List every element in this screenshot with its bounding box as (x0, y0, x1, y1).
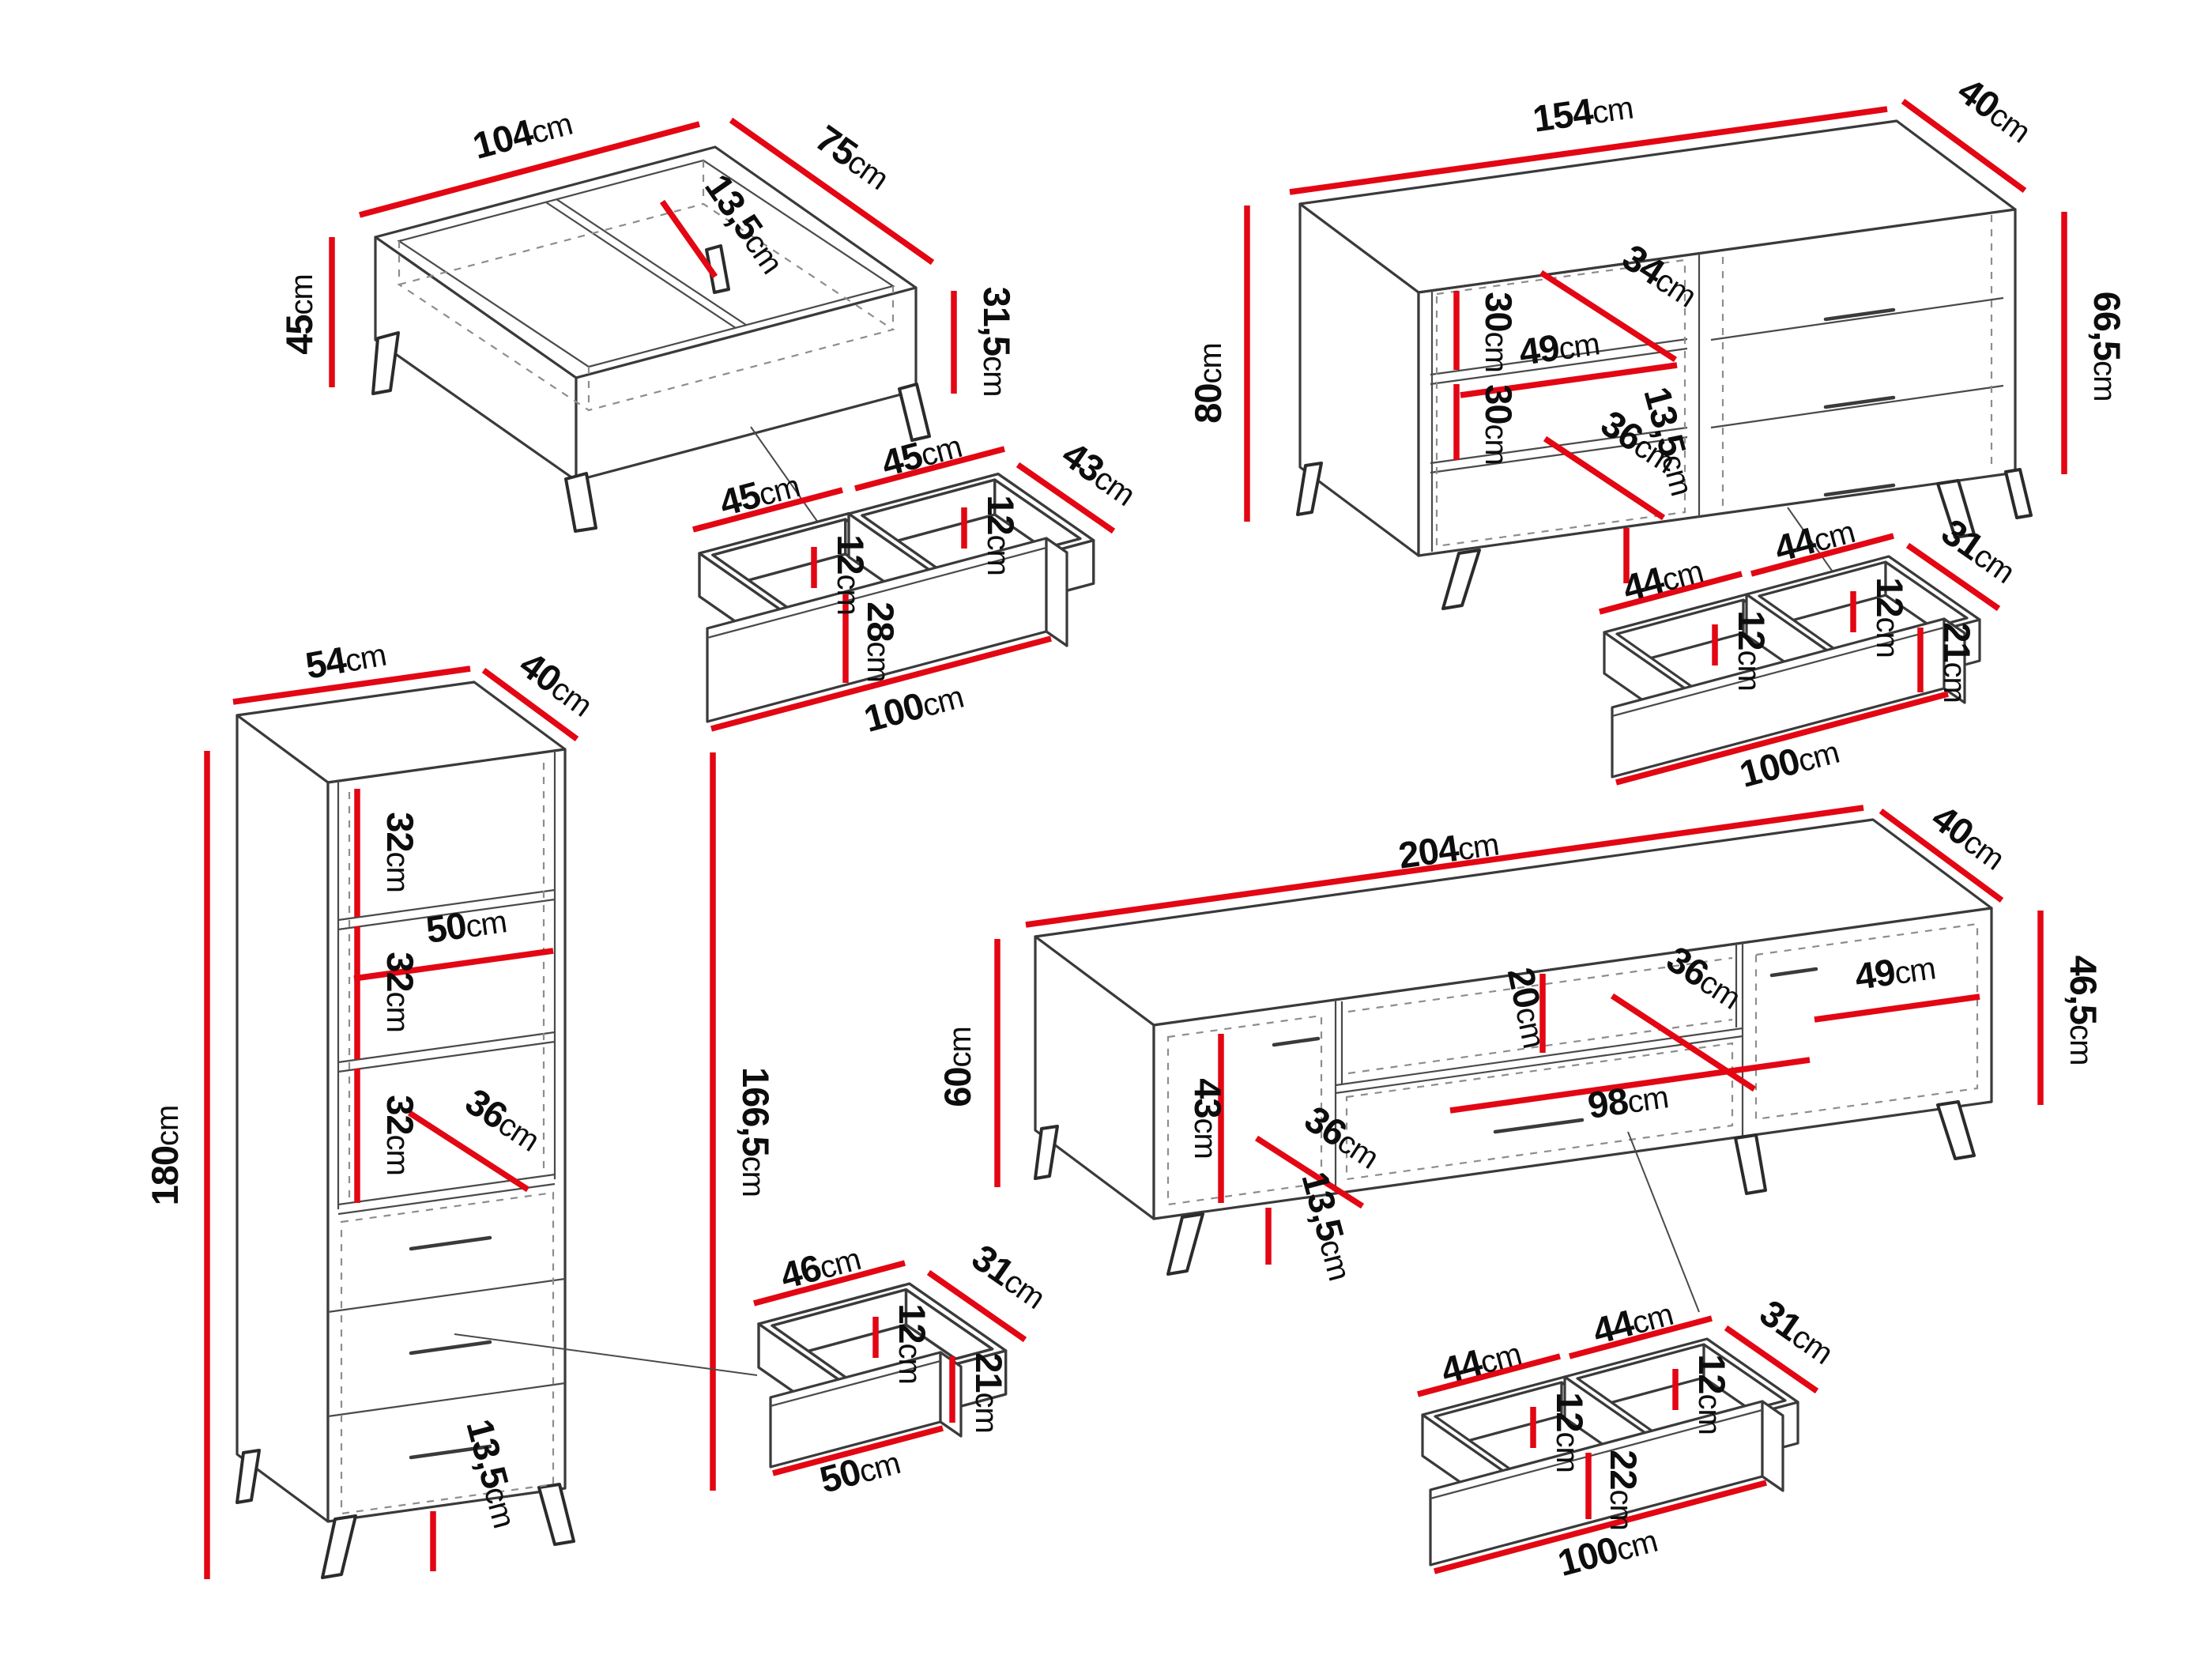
tv-stand-drawers: 44cm 44cm 31cm 12cm 12cm 22cm 100cm (1417, 1131, 1843, 1584)
dim-tall-cabinet-shelf-gap-3: 32cm (379, 1095, 421, 1175)
cabinet-drawer-labels: 46cm 31cm 12cm 21cm 50cm (776, 1235, 1051, 1501)
dim-tvd-left-inner-height: 12cm (1549, 1392, 1591, 1472)
dim-tall-cabinet-shelf-gap-1: 32cm (379, 812, 421, 892)
dim-ctd-right-inner-height: 12cm (980, 495, 1022, 575)
sideboard-outline (1296, 119, 2033, 610)
dim-tall-cabinet-leg-height: 13,5cm (458, 1415, 527, 1532)
tall-cabinet: 54cm 40cm 180cm 32cm 32cm 32cm 50cm 36cm… (144, 632, 777, 1579)
coffee-table-drawers: 45cm 45cm 43cm 12cm 12cm 28cm 100cm (692, 426, 1141, 740)
dim-sbd-depth: 31cm (1935, 511, 2025, 591)
dim-coffee-table-body-height: 31,5cm (976, 287, 1018, 397)
dim-tv-stand-body-height: 46,5cm (2063, 956, 2105, 1065)
sideboard-drawers: 44cm 44cm 31cm 12cm 12cm 21cm 100cm (1599, 507, 2025, 795)
dim-sbd-right-inner-height: 12cm (1869, 577, 1911, 658)
coffee-table-drawers-labels: 45cm 45cm 43cm 12cm 12cm 28cm 100cm (715, 429, 1141, 740)
dim-sideboard-inner-width: 49cm (1517, 320, 1602, 373)
dim-tv-stand-niche-width: 98cm (1585, 1073, 1671, 1126)
dim-coffee-table-total-height: 45cm (278, 274, 320, 355)
dim-tall-cabinet-width: 54cm (303, 632, 389, 687)
dim-sideboard-depth: 40cm (1950, 69, 2040, 150)
dim-sideboard-shelf-gap-2: 30cm (1478, 384, 1520, 465)
coffee-table-hidden-lines (397, 160, 895, 412)
dim-tall-cabinet-depth: 40cm (512, 643, 601, 724)
dim-ctd-left-width: 45cm (715, 462, 804, 523)
coffee-table-outline (371, 145, 931, 533)
dim-sideboard-shelf-gap-1: 30cm (1478, 292, 1520, 372)
dim-sideboard-body-height: 66,5cm (2086, 292, 2128, 402)
dim-tall-cabinet-body-height: 166,5cm (735, 1067, 777, 1197)
dim-cabinet-drawer-width: 46cm (776, 1235, 865, 1296)
dim-cabinet-drawer-front-height: 21cm (968, 1352, 1010, 1433)
dim-tv-stand-total-height: 60cm (936, 1027, 978, 1107)
dim-tvd-left-width: 44cm (1437, 1330, 1525, 1391)
cabinet-drawer: 46cm 31cm 12cm 21cm 50cm (454, 1235, 1051, 1501)
dim-sbd-front-height: 21cm (1936, 622, 1978, 703)
cabinet-drawer-dimension-lines (753, 1260, 1027, 1476)
sideboard-hidden-lines (1435, 215, 1993, 548)
drawer-front-panel (706, 537, 1068, 723)
tv-stand-dimension-lines (994, 805, 2044, 1265)
dim-tvd-front-height: 22cm (1603, 1450, 1645, 1530)
dim-sbd-left-inner-height: 12cm (1731, 610, 1773, 691)
dim-tv-stand-left-inner-width: 43cm (1187, 1078, 1229, 1159)
leader-line (1627, 1131, 1700, 1313)
sideboard-drawers-dimension-lines (1599, 533, 2001, 786)
dim-tv-stand-depth: 40cm (1924, 796, 2014, 877)
leader-line (750, 426, 823, 529)
dim-tall-cabinet-shelf-gap-2: 32cm (379, 952, 421, 1032)
sideboard-dimension-lines (1244, 98, 2067, 583)
coffee-table-dimension-lines (329, 117, 957, 394)
dim-tall-cabinet-total-height: 180cm (144, 1106, 186, 1206)
dim-tvd-right-inner-height: 12cm (1691, 1354, 1733, 1435)
dim-ctd-front-height: 28cm (860, 601, 902, 682)
coffee-table: 104cm 75cm 45cm 31,5cm 13,5cm (278, 100, 1018, 533)
dim-sbd-right-width: 44cm (1770, 508, 1859, 569)
dim-cabinet-drawer-inner-height: 12cm (891, 1303, 933, 1384)
dim-tv-stand-right-inner-width: 49cm (1852, 944, 1938, 997)
tall-cabinet-hidden-lines (340, 763, 555, 1515)
tall-cabinet-dimension-lines (204, 665, 716, 1579)
dim-tall-cabinet-inner-width: 50cm (424, 898, 509, 951)
tv-stand-drawers-dimension-lines (1417, 1315, 1819, 1574)
dim-tv-stand-niche-height: 20cm (1500, 963, 1558, 1050)
tv-stand-labels: 204cm 40cm 60cm 43cm 20cm 36cm 36cm 98cm… (936, 796, 2105, 1284)
tv-stand-drawers-labels: 44cm 44cm 31cm 12cm 12cm 22cm 100cm (1437, 1291, 1843, 1584)
sideboard: 154cm 40cm 80cm 30cm 30cm 34cm 49cm 36cm… (1187, 69, 2128, 610)
dim-tv-stand-width: 204cm (1396, 821, 1501, 877)
dim-sbd-left-width: 44cm (1618, 548, 1707, 609)
dim-sideboard-width: 154cm (1530, 85, 1635, 140)
dim-tvd-depth: 31cm (1753, 1291, 1843, 1372)
coffee-table-drawers-dimension-lines (692, 446, 1116, 732)
dim-tvd-right-width: 44cm (1588, 1291, 1677, 1352)
tv-stand-outline (1034, 818, 1993, 1276)
leader-line (454, 1333, 758, 1376)
dim-coffee-table-width: 104cm (469, 100, 576, 167)
tv-stand: 204cm 40cm 60cm 43cm 20cm 36cm 36cm 98cm… (936, 796, 2105, 1284)
drawer-front-panel (1611, 617, 1966, 779)
dim-ctd-left-inner-height: 12cm (830, 534, 872, 615)
dim-sideboard-total-height: 80cm (1187, 343, 1229, 424)
drawer-front-panel (1429, 1400, 1784, 1567)
tv-stand-hidden-lines (1166, 922, 1979, 1206)
